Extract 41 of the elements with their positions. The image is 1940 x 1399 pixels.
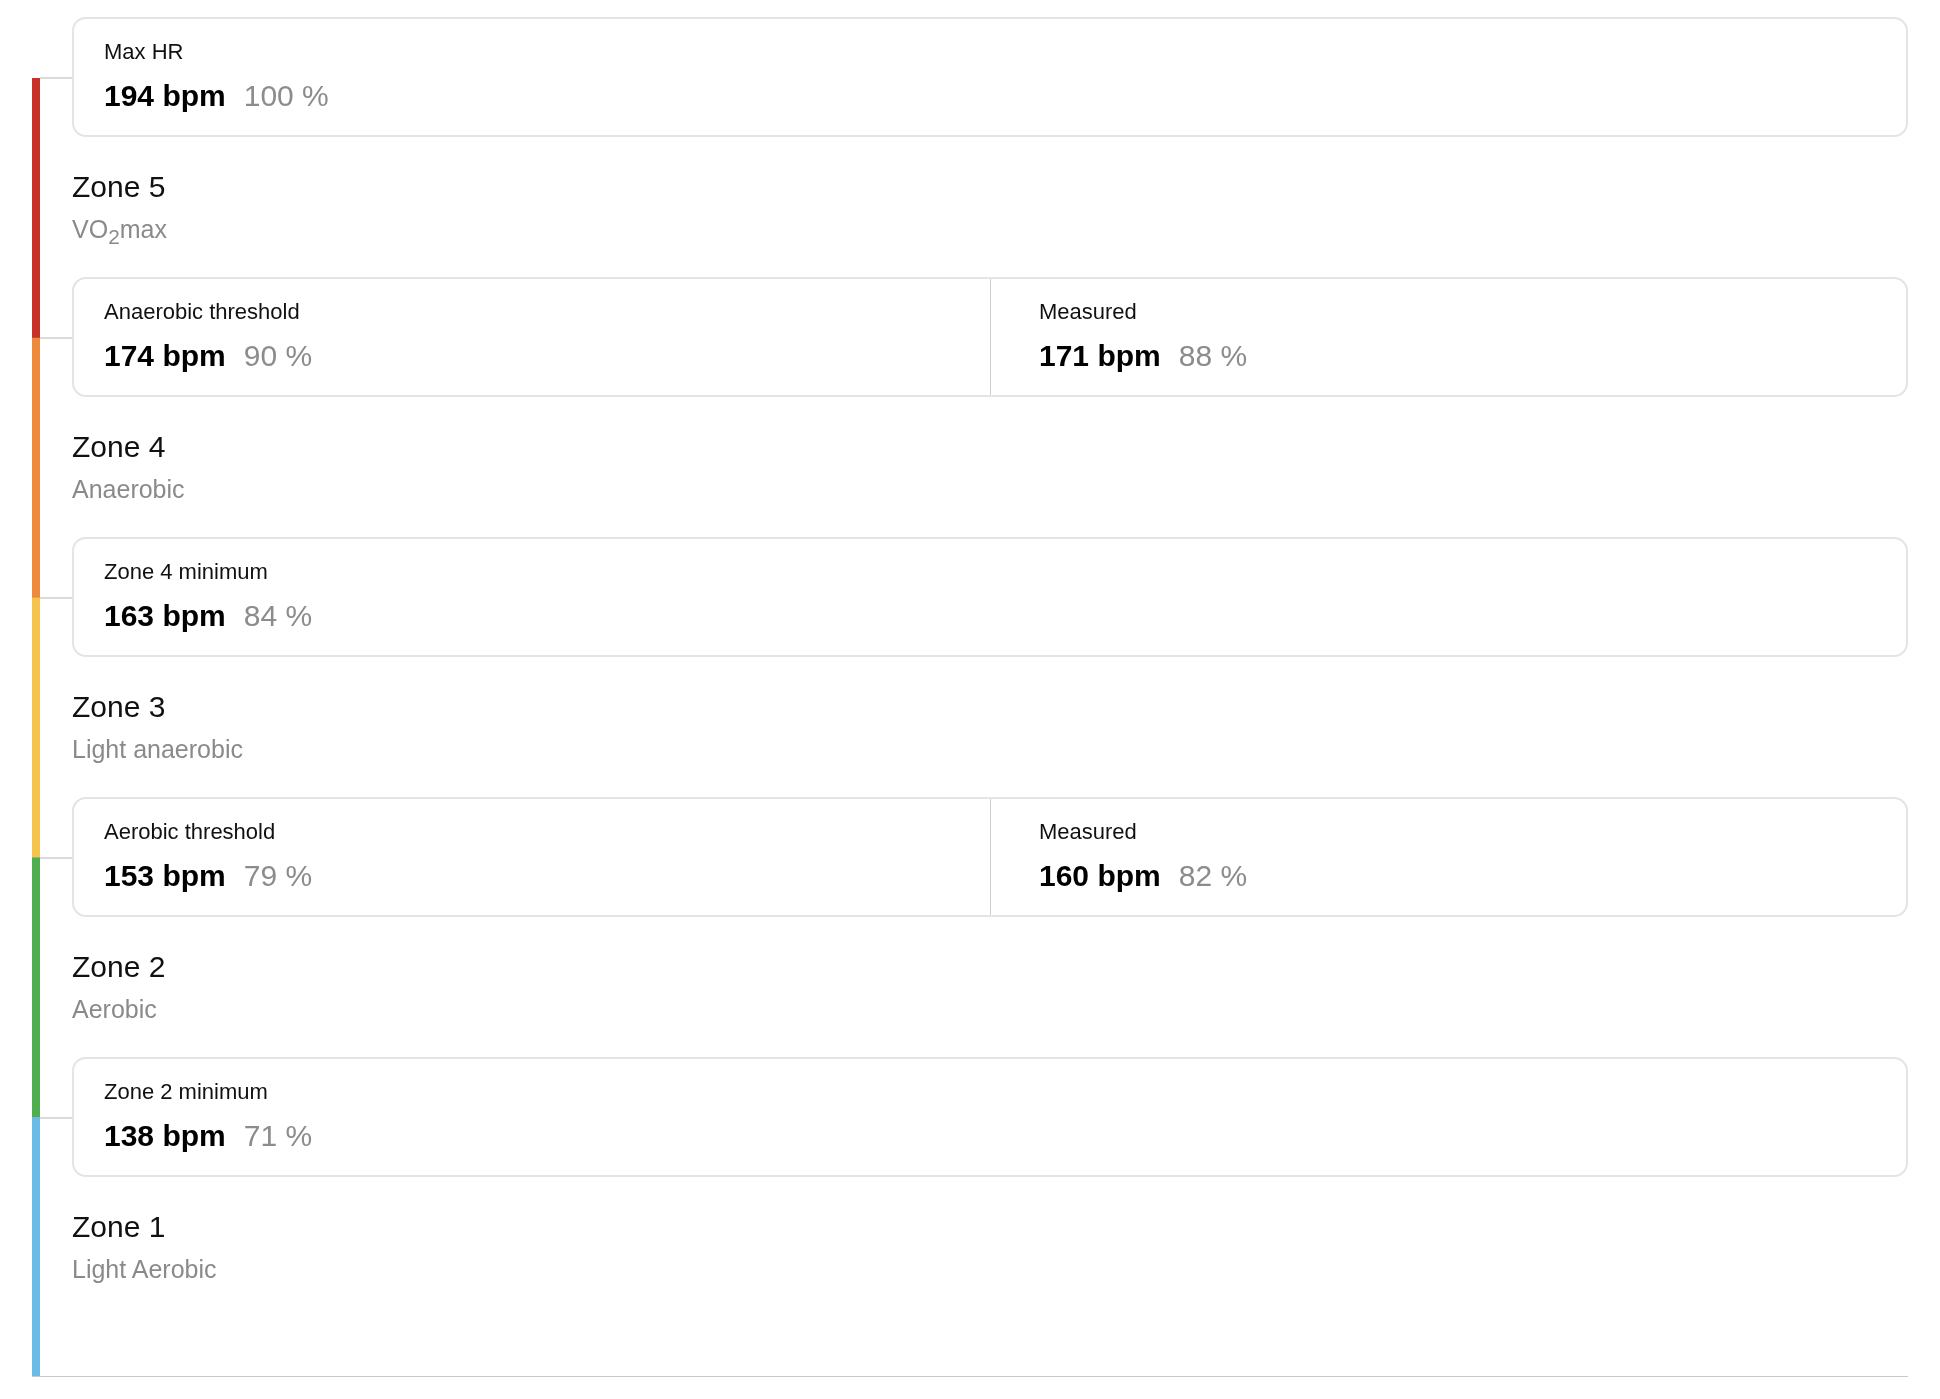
zone-title: Zone 1 <box>72 1209 166 1245</box>
zone-subtitle: Light Aerobic <box>72 1254 217 1284</box>
tick-line <box>39 1117 73 1119</box>
bpm-value: 163 bpm <box>104 599 226 633</box>
percent-value: 79 % <box>243 859 313 893</box>
bpm-value: 160 bpm <box>1039 859 1161 893</box>
bpm-value: 138 bpm <box>104 1119 226 1153</box>
percent-value: 100 % <box>243 79 329 113</box>
metric-card <box>72 797 1908 917</box>
metric-label: Anaerobic threshold <box>104 299 300 325</box>
zone-title: Zone 2 <box>72 949 166 985</box>
percent-value: 84 % <box>243 599 313 633</box>
metric-label: Max HR <box>104 39 184 65</box>
metric-label: Zone 2 minimum <box>104 1079 268 1105</box>
zone-subtitle: Anaerobic <box>72 474 185 504</box>
zone-title: Zone 3 <box>72 689 166 725</box>
tick-line <box>39 337 73 339</box>
percent-value: 88 % <box>1178 339 1248 373</box>
metric-label: Zone 4 minimum <box>104 559 268 585</box>
tick-line <box>39 597 73 599</box>
zone-title: Zone 4 <box>72 429 166 465</box>
metric-label: Measured <box>1039 819 1137 845</box>
zone-subtitle: VO$_{2}$max <box>72 214 167 250</box>
metric-label: Aerobic threshold <box>104 819 276 845</box>
tick-line <box>39 77 73 79</box>
percent-value: 90 % <box>243 339 313 373</box>
zone-subtitle: Aerobic <box>72 994 157 1024</box>
zone-subtitle: Light anaerobic <box>72 734 243 764</box>
metric-card <box>72 17 1908 137</box>
bpm-value: 174 bpm <box>104 339 226 373</box>
metric-card <box>72 1057 1908 1177</box>
percent-value: 82 % <box>1178 859 1248 893</box>
bpm-value: 171 bpm <box>1039 339 1161 373</box>
bpm-value: 194 bpm <box>104 79 226 113</box>
tick-line <box>39 857 73 859</box>
metric-card <box>72 277 1908 397</box>
metric-card <box>72 537 1908 657</box>
zone-title: Zone 5 <box>72 169 166 205</box>
percent-value: 71 % <box>243 1119 313 1153</box>
metric-label: Measured <box>1039 299 1137 325</box>
bpm-value: 153 bpm <box>104 859 226 893</box>
